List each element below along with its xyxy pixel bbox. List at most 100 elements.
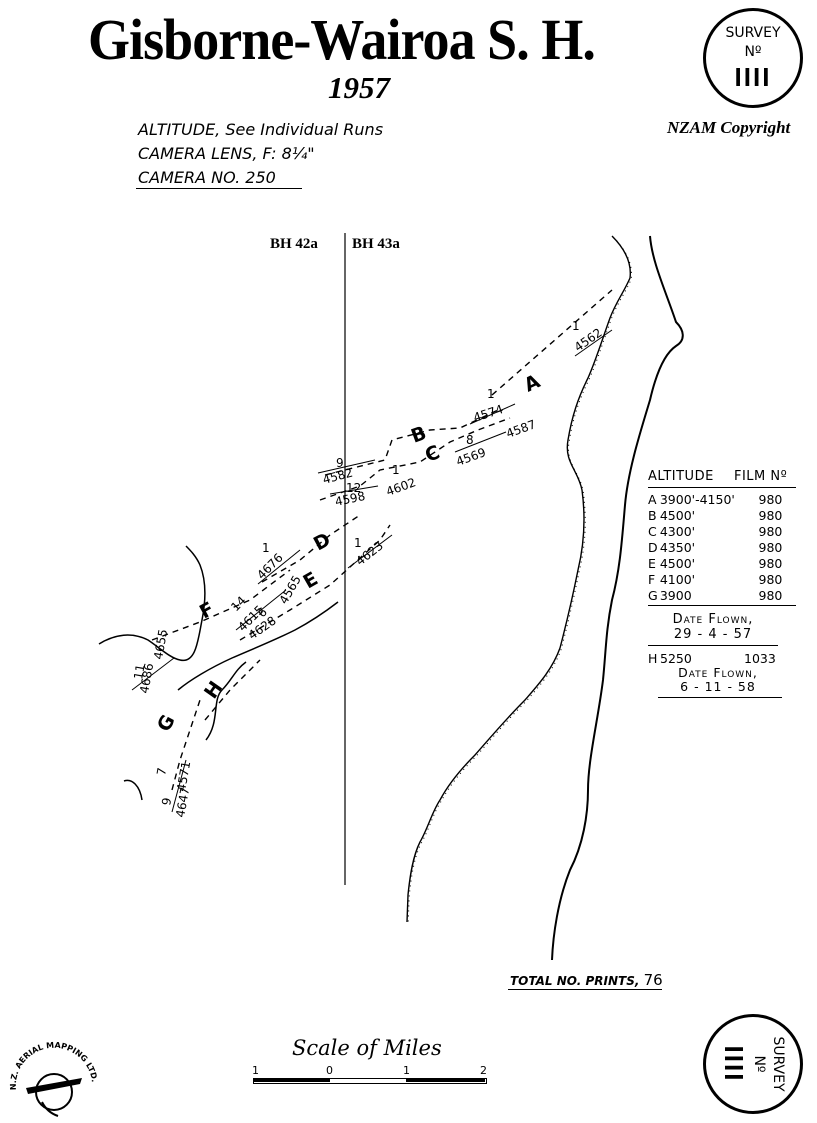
photo-number: 4569 [454,445,487,469]
survey-badge-top: SURVEY Nº IIII [703,8,803,108]
photo-divider [454,431,507,453]
photo-number: 11 [131,663,147,680]
logo-land-icon [41,1101,59,1117]
photo-number: 8 [466,433,474,447]
run-letter-d: D [310,529,334,556]
row-altitude: 5250 [660,650,692,666]
run-line-e [239,524,391,641]
photo-divider [257,549,301,585]
photo-number: 4655 [151,628,170,661]
photo-divider [131,657,175,691]
row-altitude: 3900 [659,587,692,603]
survey-badge-label: SURVEY [725,25,781,41]
table-header-altitude: ALTITUDE [648,468,714,484]
photo-divider [317,459,376,474]
scale-bar [253,1078,487,1084]
railway-line [406,235,631,923]
row-film: 980 [758,587,783,603]
run-letter-b: B [408,422,429,448]
survey-badge-no: Nº [751,1055,767,1073]
survey-badge-label: SURVEY [770,1036,786,1092]
photo-number: 12 [346,481,361,495]
row-altitude: 3900'-4150' [659,491,735,507]
photo-number: 1 [354,536,362,550]
camera-lens: CAMERA LENS, F: 8¼" [138,144,315,163]
photo-number: 4565 [276,573,303,606]
run-letter-a: A [521,370,544,396]
photo-number: 1 [487,387,495,401]
row-film: 980 [758,555,783,571]
photo-divider [171,759,187,813]
row-altitude: 4350' [659,539,696,555]
row-film: 980 [758,571,783,587]
altitude-note: ALTITUDE, See Individual Runs [138,120,384,139]
run-letter-c: C [422,441,443,466]
run-letter-f: F [196,598,218,624]
run-line-g [171,699,201,791]
row-run: D [648,539,658,555]
table-header: ALTITUDE FILM Nº [648,468,798,484]
total-prints-value: 76 [643,971,663,989]
photo-divider [329,485,379,495]
logo-globe-icon [35,1073,73,1111]
map-title: Gisborne-Wairoa S. H. [88,7,596,72]
photo-divider [347,534,393,569]
row-altitude: 4100' [659,571,696,587]
photo-number: 9 [336,456,344,470]
flight-runs [151,289,613,791]
scale-tick-label: 0 [326,1064,333,1077]
survey-badge-mark: IIII [734,62,772,92]
run-line-b [324,409,499,476]
row-film: 1033 [744,650,776,666]
scale-tick-label: 1 [252,1064,259,1077]
scale-tick-label: 2 [480,1064,487,1077]
total-prints: TOTAL NO. PRINTS, 76 [510,971,663,989]
table-header-film: FILM Nº [734,468,788,484]
row-run: G [648,587,658,603]
scale-tick-label: 1 [403,1064,410,1077]
scale-title: Scale of Miles [292,1036,442,1060]
date-flown-label-2: Date Flown, [678,665,758,680]
photo-number: 9 [159,797,174,807]
coastline [551,235,684,961]
photo-divider [574,329,613,357]
logo-text: N.Z. AERIAL MAPPING LTD. [9,1041,99,1091]
row-run: F [648,571,656,587]
copyright-notice: NZAM Copyright [667,118,791,137]
table-row-h: H 5250 1033 [648,650,798,666]
camera-underline [136,188,302,189]
photo-divider [469,403,516,425]
run-letter-g: G [153,711,180,735]
photo-number: 4598 [334,489,367,509]
row-altitude: 4500' [659,555,696,571]
photo-number: 4587 [504,417,537,441]
photo-number: 14 [228,593,249,614]
row-run: E [648,555,656,571]
photo-number: 1 [572,319,580,333]
row-run: C [648,523,657,539]
scale-bar-segment [406,1079,485,1082]
run-line-a [491,289,613,396]
row-film: 980 [758,523,783,539]
run-line-h [204,659,261,721]
photo-number: 4647 [173,786,192,819]
run-line-d [261,514,361,583]
row-run: H [648,650,658,666]
run-line-f [151,569,291,641]
date-flown: 29 - 4 - 57 [673,627,753,642]
photo-number: 1 [392,463,400,477]
total-prints-underline [508,989,662,990]
photo-number: 1 [262,541,270,555]
survey-badge-bottom: SURVEY Nº IIII [703,1014,803,1114]
total-prints-label: TOTAL NO. PRINTS, [510,974,640,988]
table-header-rule [648,487,796,488]
row-film: 980 [758,507,783,523]
date-flown-label: Date Flown, [672,612,754,627]
